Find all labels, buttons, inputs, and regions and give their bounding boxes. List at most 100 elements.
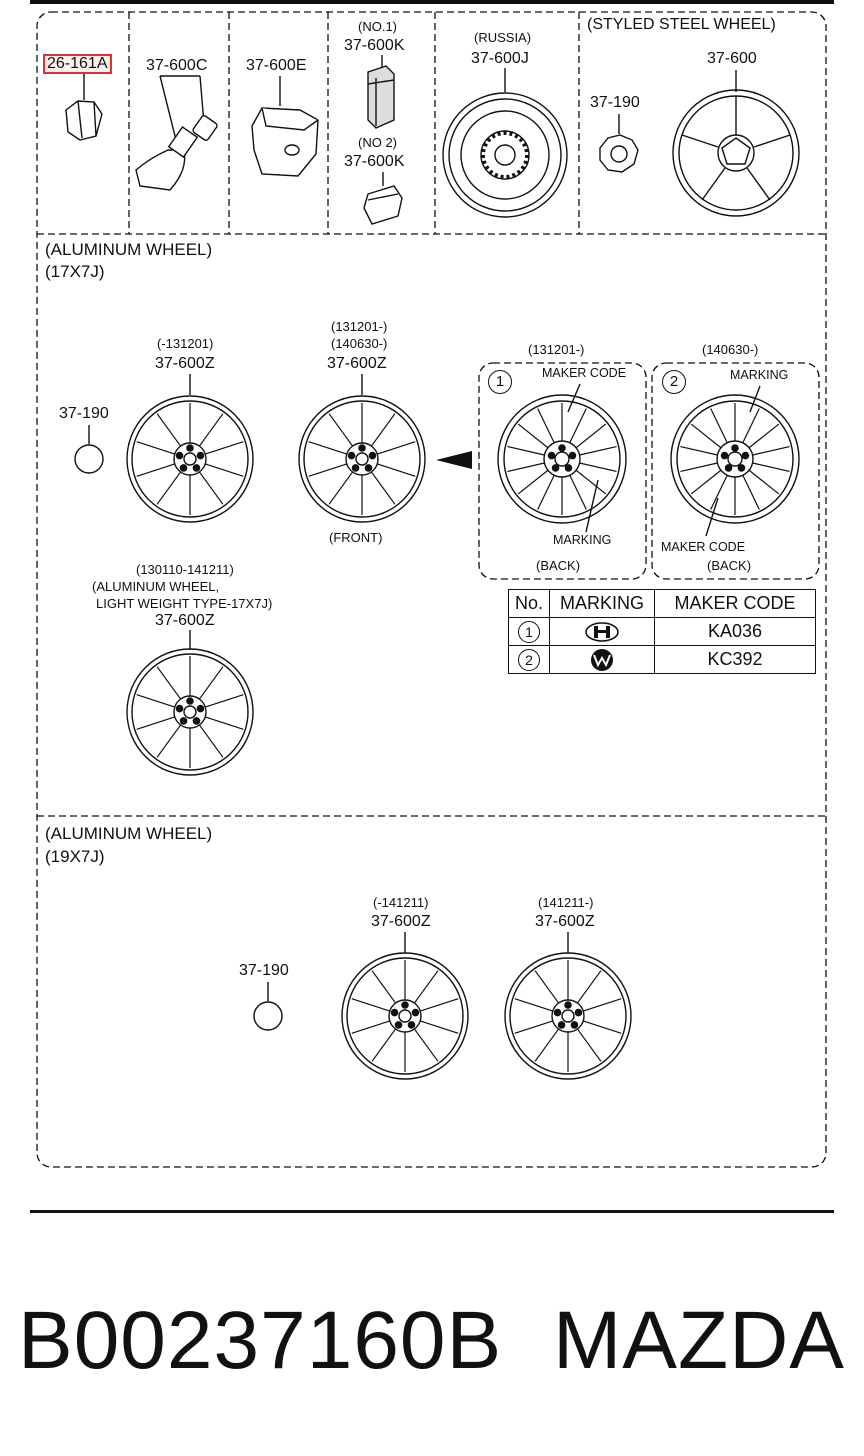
spoke-line [308, 463, 347, 477]
lug-hole [186, 444, 194, 452]
spoke-line [579, 445, 617, 456]
center-cap-icon [599, 114, 639, 173]
part-label-valve[interactable]: 37-600C [146, 57, 208, 74]
part-label-nut[interactable]: 26-161A [43, 54, 112, 74]
part-label-light-weight-wheel[interactable]: 37-600Z [155, 612, 215, 629]
spoke-line [136, 694, 175, 708]
lug-hole [724, 464, 733, 472]
wheel-spokes [136, 403, 790, 1072]
spoke-line [569, 408, 587, 444]
part-label-cap-19[interactable]: 37-190 [239, 962, 289, 979]
spoke-line [136, 463, 175, 477]
row-marking-cell [549, 617, 656, 646]
lug-hole [553, 1008, 562, 1017]
lug-hole [558, 444, 566, 452]
row-maker-code-cell: KC392 [654, 645, 817, 674]
col-header-maker-code: MAKER CODE [654, 589, 817, 618]
lug-hole [564, 464, 573, 472]
spoke-line [328, 471, 354, 505]
lug-hole [358, 444, 366, 452]
spoke-line [420, 998, 459, 1012]
spoke-line [156, 471, 182, 505]
wheel-17b-date-2: (140630-) [331, 336, 388, 351]
part-label-steel-wheel[interactable]: 37-600J [471, 50, 529, 67]
spoke-line [507, 462, 545, 473]
part-label-sensor[interactable]: 37-600E [246, 57, 307, 74]
spoke-line [514, 1020, 553, 1034]
part-label-styled-wheel[interactable]: 37-600 [707, 50, 757, 67]
lug-hole [394, 1021, 403, 1029]
spoke-line [377, 463, 416, 477]
weight-no2-note: (NO 2) [358, 135, 397, 150]
lug-hole [411, 1008, 420, 1017]
spoke-line [156, 666, 182, 700]
spoke-line [748, 423, 780, 449]
spoke-line [752, 445, 790, 456]
row-number-badge: 1 [518, 620, 540, 643]
col-header-marking: MARKING [549, 589, 656, 618]
row-no-cell: 2 [507, 645, 551, 674]
lug-hole [564, 1001, 572, 1009]
spoke-line [579, 462, 617, 473]
lug-hole [179, 717, 188, 725]
aluminum-wheel-17-b-icon [298, 374, 426, 523]
lug-hole [196, 451, 205, 460]
lug-hole [720, 451, 729, 460]
lug-hole [179, 464, 188, 472]
balance-weight-icon [363, 55, 403, 225]
spoke-line [351, 1020, 390, 1034]
spoke-line [514, 998, 553, 1012]
back2-maker-code-note: MAKER CODE [661, 540, 746, 554]
back2-date: (140630-) [702, 342, 759, 357]
spoke-line [575, 423, 607, 449]
part-label-weight-1[interactable]: 37-600K [344, 37, 405, 54]
lug-hole [574, 1008, 583, 1017]
lug-hole [407, 1021, 416, 1029]
back1-marking-note: MARKING [553, 533, 612, 547]
lug-hole [737, 464, 746, 472]
row-no-cell: 1 [507, 617, 551, 646]
back1-label: (BACK) [536, 558, 581, 573]
col-header-no: No. [507, 589, 551, 618]
spoke-line [371, 1028, 397, 1062]
part-label-wheel-19b[interactable]: 37-600Z [535, 913, 595, 930]
lug-hole [175, 451, 184, 460]
back-view-box-2 [651, 362, 820, 580]
spoke-line [537, 408, 555, 444]
spoke-line [205, 441, 244, 455]
spoke-line [710, 408, 728, 444]
section-17-size: (17X7J) [45, 262, 105, 281]
part-label-wheel-17b[interactable]: 37-600Z [327, 355, 387, 372]
spoke-line [576, 970, 602, 1004]
part-label-cap-17[interactable]: 37-190 [59, 405, 109, 422]
spoke-line [328, 413, 354, 447]
lug-hole [351, 464, 360, 472]
spoke-line [507, 445, 545, 456]
spoke-line [680, 445, 718, 456]
spoke-line [205, 694, 244, 708]
spoke-line [583, 1020, 622, 1034]
spoke-line [205, 716, 244, 730]
outer-frame [36, 11, 827, 1168]
lug-hole [741, 451, 750, 460]
spoke-line [205, 463, 244, 477]
spoke-line [198, 724, 224, 758]
lug-nut-icon [65, 73, 103, 141]
spoke-line [371, 970, 397, 1004]
back1-maker-code-note: MAKER CODE [542, 366, 627, 380]
part-label-weight-2[interactable]: 37-600K [344, 153, 405, 170]
part-label-wheel-17a[interactable]: 37-600Z [155, 355, 215, 372]
spoke-line [136, 716, 175, 730]
lug-hole [192, 717, 201, 725]
spoke-line [583, 998, 622, 1012]
marking-table: No. MARKING MAKER CODE 1 KA036 2 KC392 [507, 589, 817, 674]
part-label-wheel-19a[interactable]: 37-600Z [371, 913, 431, 930]
aluminum-wheel-17-a-icon [126, 374, 254, 523]
wheel-cap-17-icon [74, 425, 104, 474]
lug-hole [551, 464, 560, 472]
row-marking-cell [549, 645, 656, 674]
spoke-line [308, 441, 347, 455]
part-label-styled-cap[interactable]: 37-190 [590, 94, 640, 111]
arrow-icon [436, 451, 472, 469]
